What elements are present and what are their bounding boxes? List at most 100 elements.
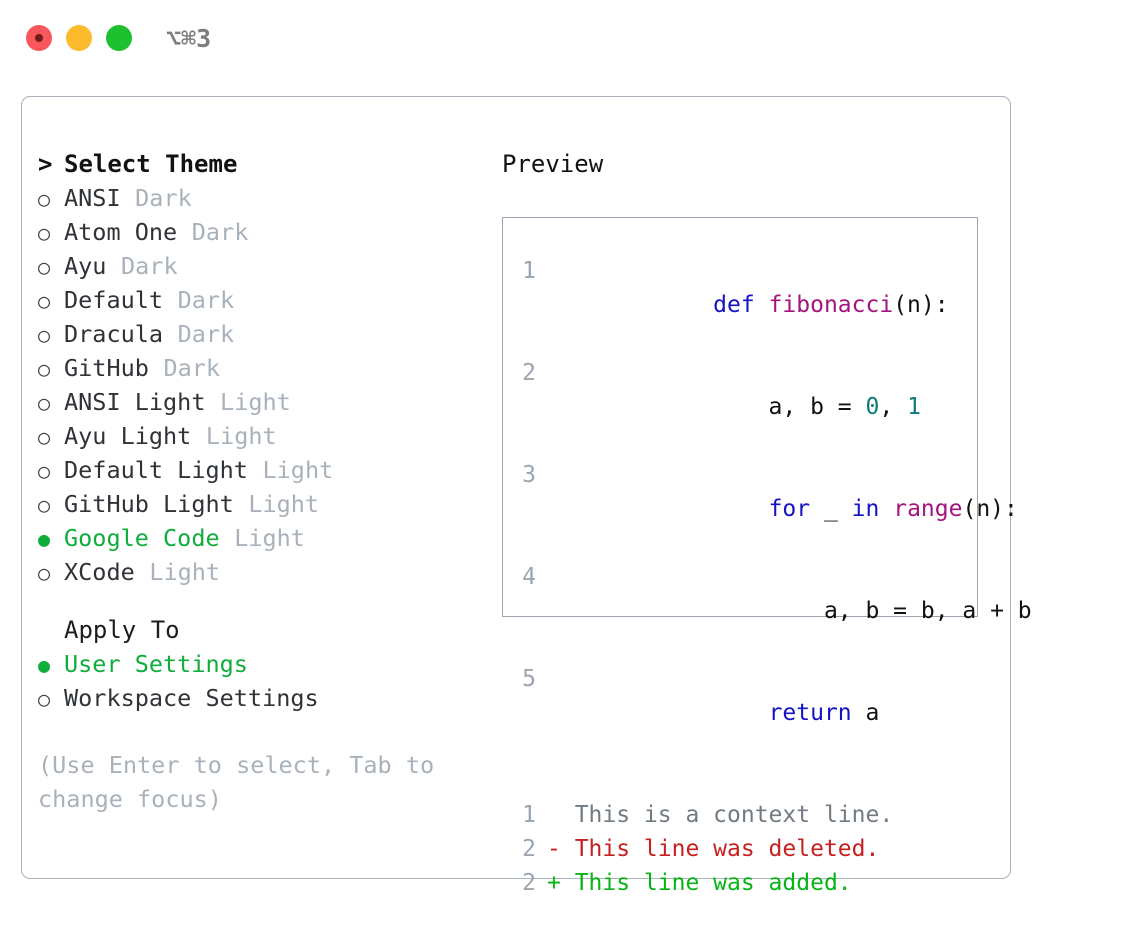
theme-name: Ayu: [64, 252, 107, 280]
theme-option[interactable]: ○ Ayu Light Light: [38, 422, 488, 456]
theme-category: Light: [220, 388, 291, 416]
apply-to-option[interactable]: ○ Workspace Settings: [38, 684, 488, 718]
theme-option[interactable]: ○ Atom One Dark: [38, 218, 488, 252]
code-token: 1: [907, 394, 921, 420]
select-theme-heading-label: Select Theme: [64, 150, 238, 178]
theme-selector-column: > Select Theme ○ ANSI Dark ○ Atom One Dar…: [38, 150, 488, 816]
code-content: return a: [547, 662, 880, 764]
line-number: 3: [522, 462, 536, 488]
theme-category: Light: [234, 524, 305, 552]
radio-unselected-icon: ○: [38, 425, 51, 449]
focus-caret-icon: >: [38, 150, 53, 178]
preview-column: Preview 1 def fibonacci(n): 2 a, b = 0, …: [502, 150, 1032, 896]
theme-name: Ayu Light: [64, 422, 192, 450]
code-line: 2 a, b = 0, 1: [503, 356, 977, 458]
theme-option[interactable]: ○ Ayu Dark: [38, 252, 488, 286]
theme-category: Light: [262, 456, 334, 484]
radio-unselected-icon: ○: [38, 323, 51, 347]
theme-name: Default Light: [64, 456, 248, 484]
radio-unselected-icon: ○: [38, 561, 51, 585]
radio-unselected-icon: ○: [38, 391, 51, 415]
code-content: def fibonacci(n):: [547, 254, 949, 356]
apply-to-option-selected[interactable]: ● User Settings: [38, 650, 488, 684]
code-line: 1 def fibonacci(n):: [503, 254, 977, 356]
theme-option[interactable]: ○ ANSI Light Light: [38, 388, 488, 422]
diff-line-deleted: 2 - This line was deleted.: [503, 832, 977, 866]
apply-to-heading: Apply To: [38, 616, 488, 650]
theme-option[interactable]: ○ Default Light Light: [38, 456, 488, 490]
theme-option[interactable]: ○ GitHub Dark: [38, 354, 488, 388]
select-theme-heading: > Select Theme: [38, 150, 488, 184]
theme-category: Dark: [177, 320, 235, 348]
apply-to-name: Workspace Settings: [64, 684, 319, 712]
code-content: a, b = b, a + b: [547, 560, 1032, 662]
theme-category: Dark: [135, 184, 192, 212]
theme-name: ANSI Light: [64, 388, 206, 416]
radio-unselected-icon: ○: [38, 187, 51, 211]
title-bar: ⌥⌘3: [0, 0, 1140, 76]
code-token: for: [768, 496, 811, 522]
theme-option[interactable]: ○ ANSI Dark: [38, 184, 488, 218]
apply-to-name: User Settings: [64, 650, 248, 678]
theme-name: Atom One: [64, 218, 178, 246]
code-token: [713, 700, 768, 726]
theme-category: Light: [205, 422, 277, 450]
code-content: a, b = 0, 1: [547, 356, 921, 458]
theme-option[interactable]: ○ GitHub Light Light: [38, 490, 488, 524]
maximize-button[interactable]: [106, 25, 132, 51]
code-token: def: [713, 292, 769, 318]
radio-unselected-icon: ○: [38, 289, 51, 313]
code-token: a, b = b, a + b: [713, 598, 1032, 624]
theme-option[interactable]: ○ Dracula Dark: [38, 320, 488, 354]
radio-unselected-icon: ○: [38, 687, 51, 711]
code-token: a, b =: [713, 394, 866, 420]
radio-unselected-icon: ○: [38, 255, 51, 279]
radio-selected-icon: ●: [38, 527, 51, 551]
diff-content: This is a context line.: [547, 802, 894, 828]
theme-option[interactable]: ○ XCode Light: [38, 558, 488, 592]
code-token: ,: [879, 394, 908, 420]
code-token: [713, 496, 768, 522]
theme-name: GitHub Light: [64, 490, 234, 518]
preview-divider-space: [503, 764, 977, 798]
code-token: (n):: [893, 292, 949, 318]
line-number: 5: [522, 666, 536, 692]
diff-line-context: 1 This is a context line.: [503, 798, 977, 832]
minimize-button[interactable]: [66, 25, 92, 51]
theme-category: Light: [248, 490, 320, 518]
theme-name: ANSI: [64, 184, 121, 212]
line-number: 1: [522, 802, 536, 828]
code-token: [879, 496, 893, 522]
theme-name: GitHub: [64, 354, 149, 382]
code-line: 5 return a: [503, 662, 977, 764]
theme-option-selected[interactable]: ● Google Code Light: [38, 524, 488, 558]
code-token: a: [851, 700, 880, 726]
preview-box: 1 def fibonacci(n): 2 a, b = 0, 1 3 for …: [502, 217, 1032, 896]
theme-name: Google Code: [64, 524, 220, 552]
theme-name: Dracula: [64, 320, 164, 348]
main-panel: > Select Theme ○ ANSI Dark ○ Atom One Dar…: [21, 96, 1032, 896]
radio-unselected-icon: ○: [38, 221, 51, 245]
theme-option[interactable]: ○ Default Dark: [38, 286, 488, 320]
line-number: 2: [522, 360, 536, 386]
theme-category: Dark: [163, 354, 221, 382]
code-content: for _ in range(n):: [547, 458, 1018, 560]
code-token: (n):: [962, 496, 1018, 522]
diff-line-added: 2 + This line was added.: [503, 866, 977, 900]
line-number: 4: [522, 564, 536, 590]
code-line: 4 a, b = b, a + b: [503, 560, 1032, 662]
code-token: return: [768, 700, 852, 726]
code-token: in: [851, 496, 880, 522]
theme-category: Dark: [177, 286, 235, 314]
diff-content: + This line was added.: [547, 870, 852, 896]
keyboard-shortcut-label: ⌥⌘3: [166, 24, 212, 53]
code-token: _: [810, 496, 852, 522]
radio-unselected-icon: ○: [38, 357, 51, 381]
radio-selected-icon: ●: [38, 653, 51, 677]
radio-unselected-icon: ○: [38, 493, 51, 517]
diff-content: - This line was deleted.: [547, 836, 880, 862]
theme-category: Dark: [121, 252, 178, 280]
close-button[interactable]: [26, 25, 52, 51]
theme-category: Dark: [191, 218, 249, 246]
